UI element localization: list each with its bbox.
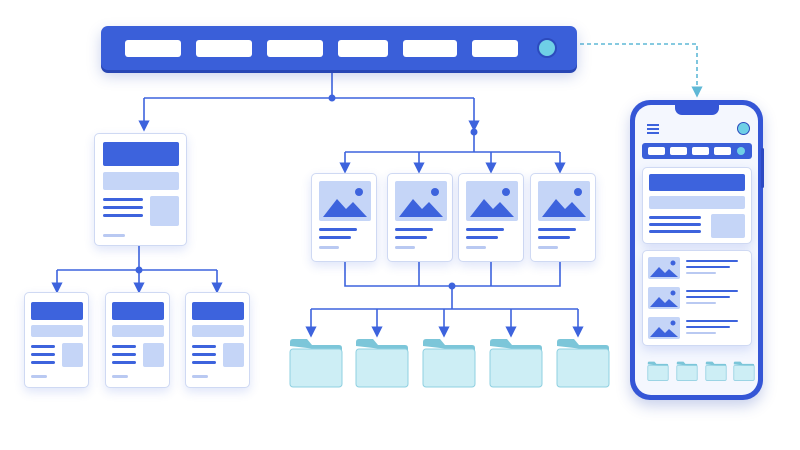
image-placeholder-icon	[395, 181, 447, 221]
hamburger-menu-icon	[647, 124, 659, 134]
nav-menu-item	[196, 39, 252, 57]
connector-gallery-merge	[344, 262, 561, 287]
gallery-card	[311, 173, 377, 262]
page-header-block	[103, 142, 179, 166]
nav-menu-item	[338, 39, 388, 57]
gallery-card	[387, 173, 453, 262]
nav-menu-item	[648, 147, 665, 155]
folder-icon	[489, 339, 543, 388]
mobile-nav-bar	[642, 143, 752, 159]
image-placeholder-icon	[538, 181, 590, 221]
gallery-card	[458, 173, 524, 262]
navigation-bar	[101, 26, 577, 70]
profile-dot-icon	[737, 122, 750, 135]
junction-dot	[135, 266, 143, 274]
mobile-list-card	[642, 250, 752, 346]
phone-side-button	[761, 148, 764, 188]
subpage-card	[185, 292, 250, 388]
list-item	[648, 286, 746, 311]
phone-notch	[675, 105, 719, 115]
folder-icon	[705, 361, 727, 381]
image-placeholder-icon	[466, 181, 518, 221]
nav-menu-item	[670, 147, 687, 155]
folder-icon	[422, 339, 476, 388]
folder-icon	[556, 339, 610, 388]
junction-dot	[470, 128, 478, 136]
nav-menu-item	[267, 39, 323, 57]
subpage-card	[24, 292, 89, 388]
list-item	[648, 256, 746, 281]
folder-icon	[676, 361, 698, 381]
page-image-block	[150, 196, 179, 226]
folder-icon	[355, 339, 409, 388]
folder-icon	[733, 361, 755, 381]
image-placeholder-icon	[648, 317, 680, 339]
profile-dot-icon	[537, 38, 557, 58]
folder-icon	[647, 361, 669, 381]
subpage-card	[105, 292, 170, 388]
nav-menu-item	[692, 147, 709, 155]
mobile-view	[630, 100, 764, 400]
nav-menu-item	[125, 39, 181, 57]
nav-menu-item	[714, 147, 731, 155]
page-card	[94, 133, 187, 246]
page-banner-block	[103, 172, 179, 190]
image-placeholder-icon	[319, 181, 371, 221]
mobile-content-card	[642, 167, 752, 244]
nav-dot	[737, 147, 745, 155]
folder-icon	[289, 339, 343, 388]
connector-navbar-to-mobile	[580, 43, 703, 98]
junction-dot	[328, 94, 336, 102]
image-placeholder-icon	[648, 287, 680, 309]
nav-menu-item	[472, 39, 518, 57]
nav-menu-item	[403, 39, 457, 57]
image-placeholder-icon	[648, 257, 680, 279]
junction-dot	[448, 282, 456, 290]
phone-screen	[635, 105, 758, 395]
list-item	[648, 316, 746, 341]
gallery-card	[530, 173, 596, 262]
